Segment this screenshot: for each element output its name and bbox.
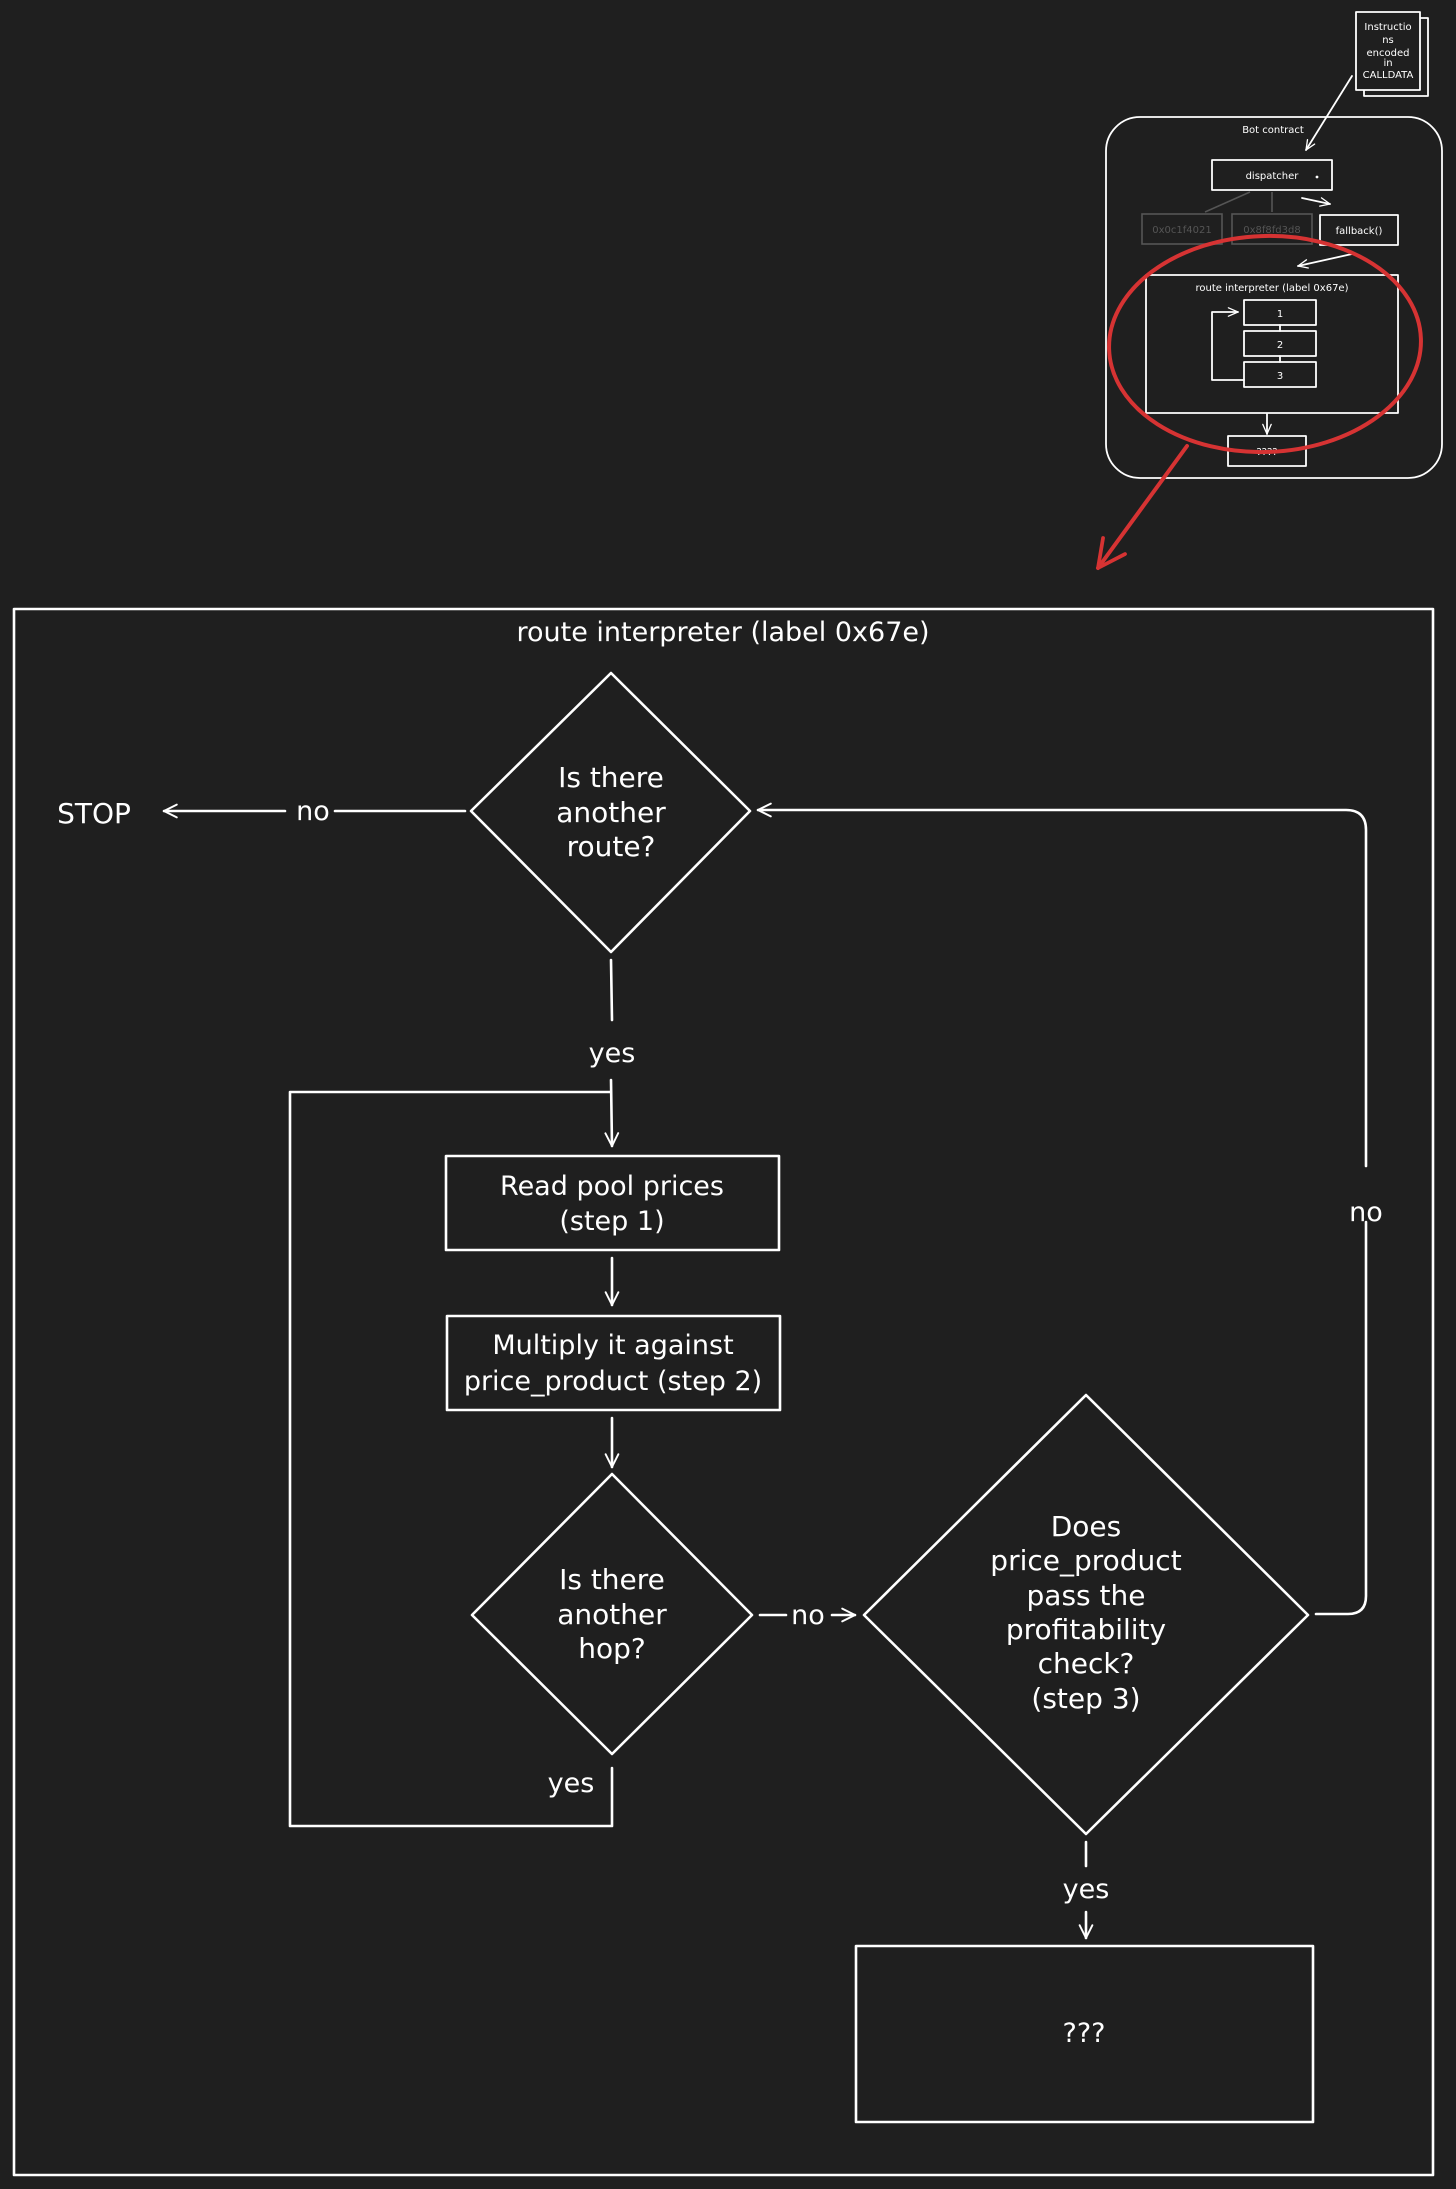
step-mini-1: 1 <box>1277 309 1283 320</box>
calldata-note: Instructio ns encoded in CALLDATA <box>1355 11 1429 97</box>
edge-hop-yes: yes <box>548 1768 595 1799</box>
overview-diagram: Instructio ns encoded in CALLDATA Bot co… <box>1096 11 1443 570</box>
note-line-1: Instructio <box>1364 22 1411 33</box>
decision-another-hop-line-1: Is there <box>559 1563 665 1596</box>
result-box-label: ??? <box>1063 2018 1106 2049</box>
selector-a-label: 0x0c1f4021 <box>1152 225 1211 236</box>
fallback-label: fallback() <box>1336 226 1383 237</box>
stop-label: STOP <box>57 797 131 830</box>
step-read-pool-prices-line-1: Read pool prices <box>500 1171 724 1202</box>
interpreter-frame <box>12 607 1435 2177</box>
decision-profitability-line-4: profitability <box>1006 1613 1166 1646</box>
note-line-3: encoded <box>1367 48 1410 59</box>
decision-another-route <box>469 671 752 954</box>
step-mini-2: 2 <box>1277 340 1283 351</box>
decision-profitability <box>862 1393 1310 1836</box>
decision-profitability-line-6: (step 3) <box>1031 1682 1140 1715</box>
edge-route-yes: yes <box>589 1038 636 1069</box>
decision-profitability-line-2: price_product <box>990 1544 1181 1577</box>
bot-contract-title: Bot contract <box>1242 125 1304 136</box>
route-interpreter-detail: route interpreter (label 0x67e) Is there… <box>12 607 1435 2177</box>
step-multiply-line-1: Multiply it against <box>492 1330 733 1361</box>
decision-profitability-line-1: Does <box>1051 1510 1122 1543</box>
interpreter-mini-title: route interpreter (label 0x67e) <box>1196 283 1349 294</box>
decision-profitability-line-5: check? <box>1038 1647 1135 1680</box>
selector-b-label: 0x8f8fd3d8 <box>1243 225 1300 236</box>
bot-contract-container <box>1105 116 1443 479</box>
dispatcher-box <box>1211 159 1333 191</box>
note-line-2: ns <box>1382 35 1394 46</box>
step-multiply <box>445 1314 782 1412</box>
decision-another-hop <box>470 1472 754 1756</box>
edge-route-no: no <box>296 796 330 827</box>
highlight-circle <box>1107 233 1423 455</box>
decision-another-route-line-1: Is there <box>558 761 664 794</box>
edge-profit-yes: yes <box>1063 1874 1110 1905</box>
interpreter-frame-title: route interpreter (label 0x67e) <box>516 617 929 648</box>
edge-hop-no: no <box>791 1600 825 1631</box>
step-mini-3: 3 <box>1277 371 1283 382</box>
dispatcher-label: dispatcher <box>1246 171 1300 182</box>
edge-profit-no: no <box>1349 1197 1383 1228</box>
fallback-box <box>1319 214 1399 246</box>
result-box <box>854 1944 1315 2124</box>
decision-another-route-line-3: route? <box>567 830 656 863</box>
highlight-arrow <box>1096 444 1189 570</box>
note-line-5: CALLDATA <box>1363 70 1414 81</box>
decision-another-hop-line-2: another <box>557 1598 667 1631</box>
step-multiply-line-2: price_product (step 2) <box>464 1366 762 1397</box>
decision-another-hop-line-3: hop? <box>578 1632 646 1665</box>
decision-another-route-line-2: another <box>556 796 666 829</box>
interpreter-mini-box <box>1145 274 1399 414</box>
step-read-pool-prices-line-2: (step 1) <box>559 1206 664 1237</box>
decision-profitability-line-3: pass the <box>1027 1579 1146 1612</box>
note-line-4: in <box>1383 58 1392 69</box>
step-read-pool-prices <box>444 1154 781 1252</box>
